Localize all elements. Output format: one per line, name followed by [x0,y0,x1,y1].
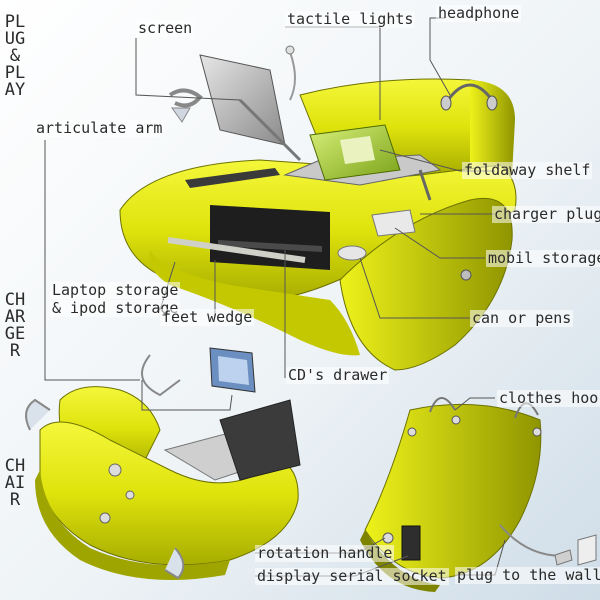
label-clothes-hooks: clothes hooks [497,390,600,407]
label-headphone: headphone [436,4,522,22]
label-display-serial-socket: display serial socket [255,567,449,585]
label-mobil-storage: mobil storage [486,250,600,267]
label-rotation-handle: rotation handle [255,544,395,562]
rotation-arrow-icon [168,88,203,123]
vertical-title-line-2: CHARGER [4,290,26,361]
laptop-icon [283,124,442,186]
label-cds-drawer: CD's drawer [286,366,390,384]
label-plug-to-the-wall: plug to the wall [455,567,600,584]
label-can-or-pens: can or pens [470,309,574,327]
main-chair [119,78,517,371]
label-foldaway-shelf: foldaway shelf [462,161,593,179]
label-laptop-storage-line-1: Laptop storage [50,281,181,299]
label-feet-wedge: feet wedge [160,308,255,326]
label-laptop-storage-line-2: & ipod storage [50,299,181,317]
vertical-title-line-3: CHAIR [4,456,26,510]
left-chair [35,386,301,580]
label-tactile-lights: tactile lights [285,10,416,28]
label-articulate-arm: articulate arm [34,119,165,137]
floating-screen-icon [209,347,256,393]
screen-device-icon [199,54,302,162]
vertical-title-line-1: PLUG & PLAY [4,12,26,100]
label-charger-plug: charger plug [492,206,600,223]
label-screen: screen [136,19,195,37]
headphone-icon [440,83,498,111]
wall-plug-icon [499,524,597,566]
